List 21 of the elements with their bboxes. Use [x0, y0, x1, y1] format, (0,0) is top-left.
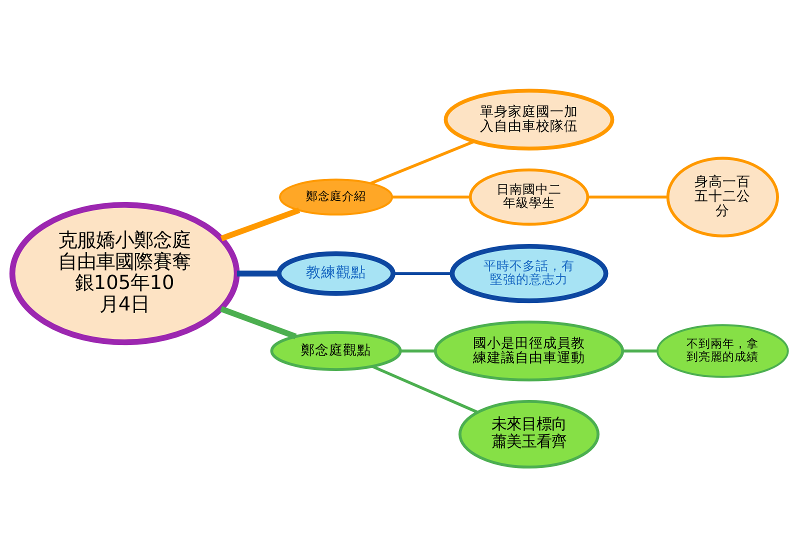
connector — [372, 364, 478, 413]
node-ellipse: 平時不多話，有堅強的意志力 — [450, 243, 608, 303]
connector — [393, 272, 452, 275]
node-ellipse: 鄭念庭觀點 — [270, 330, 402, 371]
node-ellipse: 克服嬌小鄭念庭自由車國際賽奪銀105年10月4日 — [9, 202, 240, 345]
node-ellipse: 身高一百五十二公分 — [666, 156, 779, 237]
node-ellipse: 不到兩年，拿到亮麗的成績 — [656, 324, 789, 378]
node-ellipse: 單身家庭國一加入自由車校隊伍 — [444, 88, 614, 150]
node-ellipse: 日南國中二年級學生 — [468, 168, 590, 226]
connector — [588, 195, 668, 198]
connector — [392, 195, 470, 198]
connector — [400, 349, 436, 352]
node-ellipse: 教練觀點 — [276, 250, 396, 296]
node-ellipse: 鄭念庭介紹 — [279, 178, 393, 215]
connector — [220, 306, 297, 339]
connector — [623, 349, 658, 352]
connector — [220, 206, 300, 241]
node-ellipse: 國小是田徑成員教練建議自由車運動 — [434, 320, 624, 381]
connector — [237, 270, 280, 276]
connector — [370, 140, 475, 184]
node-ellipse: 未來目標向蕭美玉看齊 — [458, 400, 600, 468]
